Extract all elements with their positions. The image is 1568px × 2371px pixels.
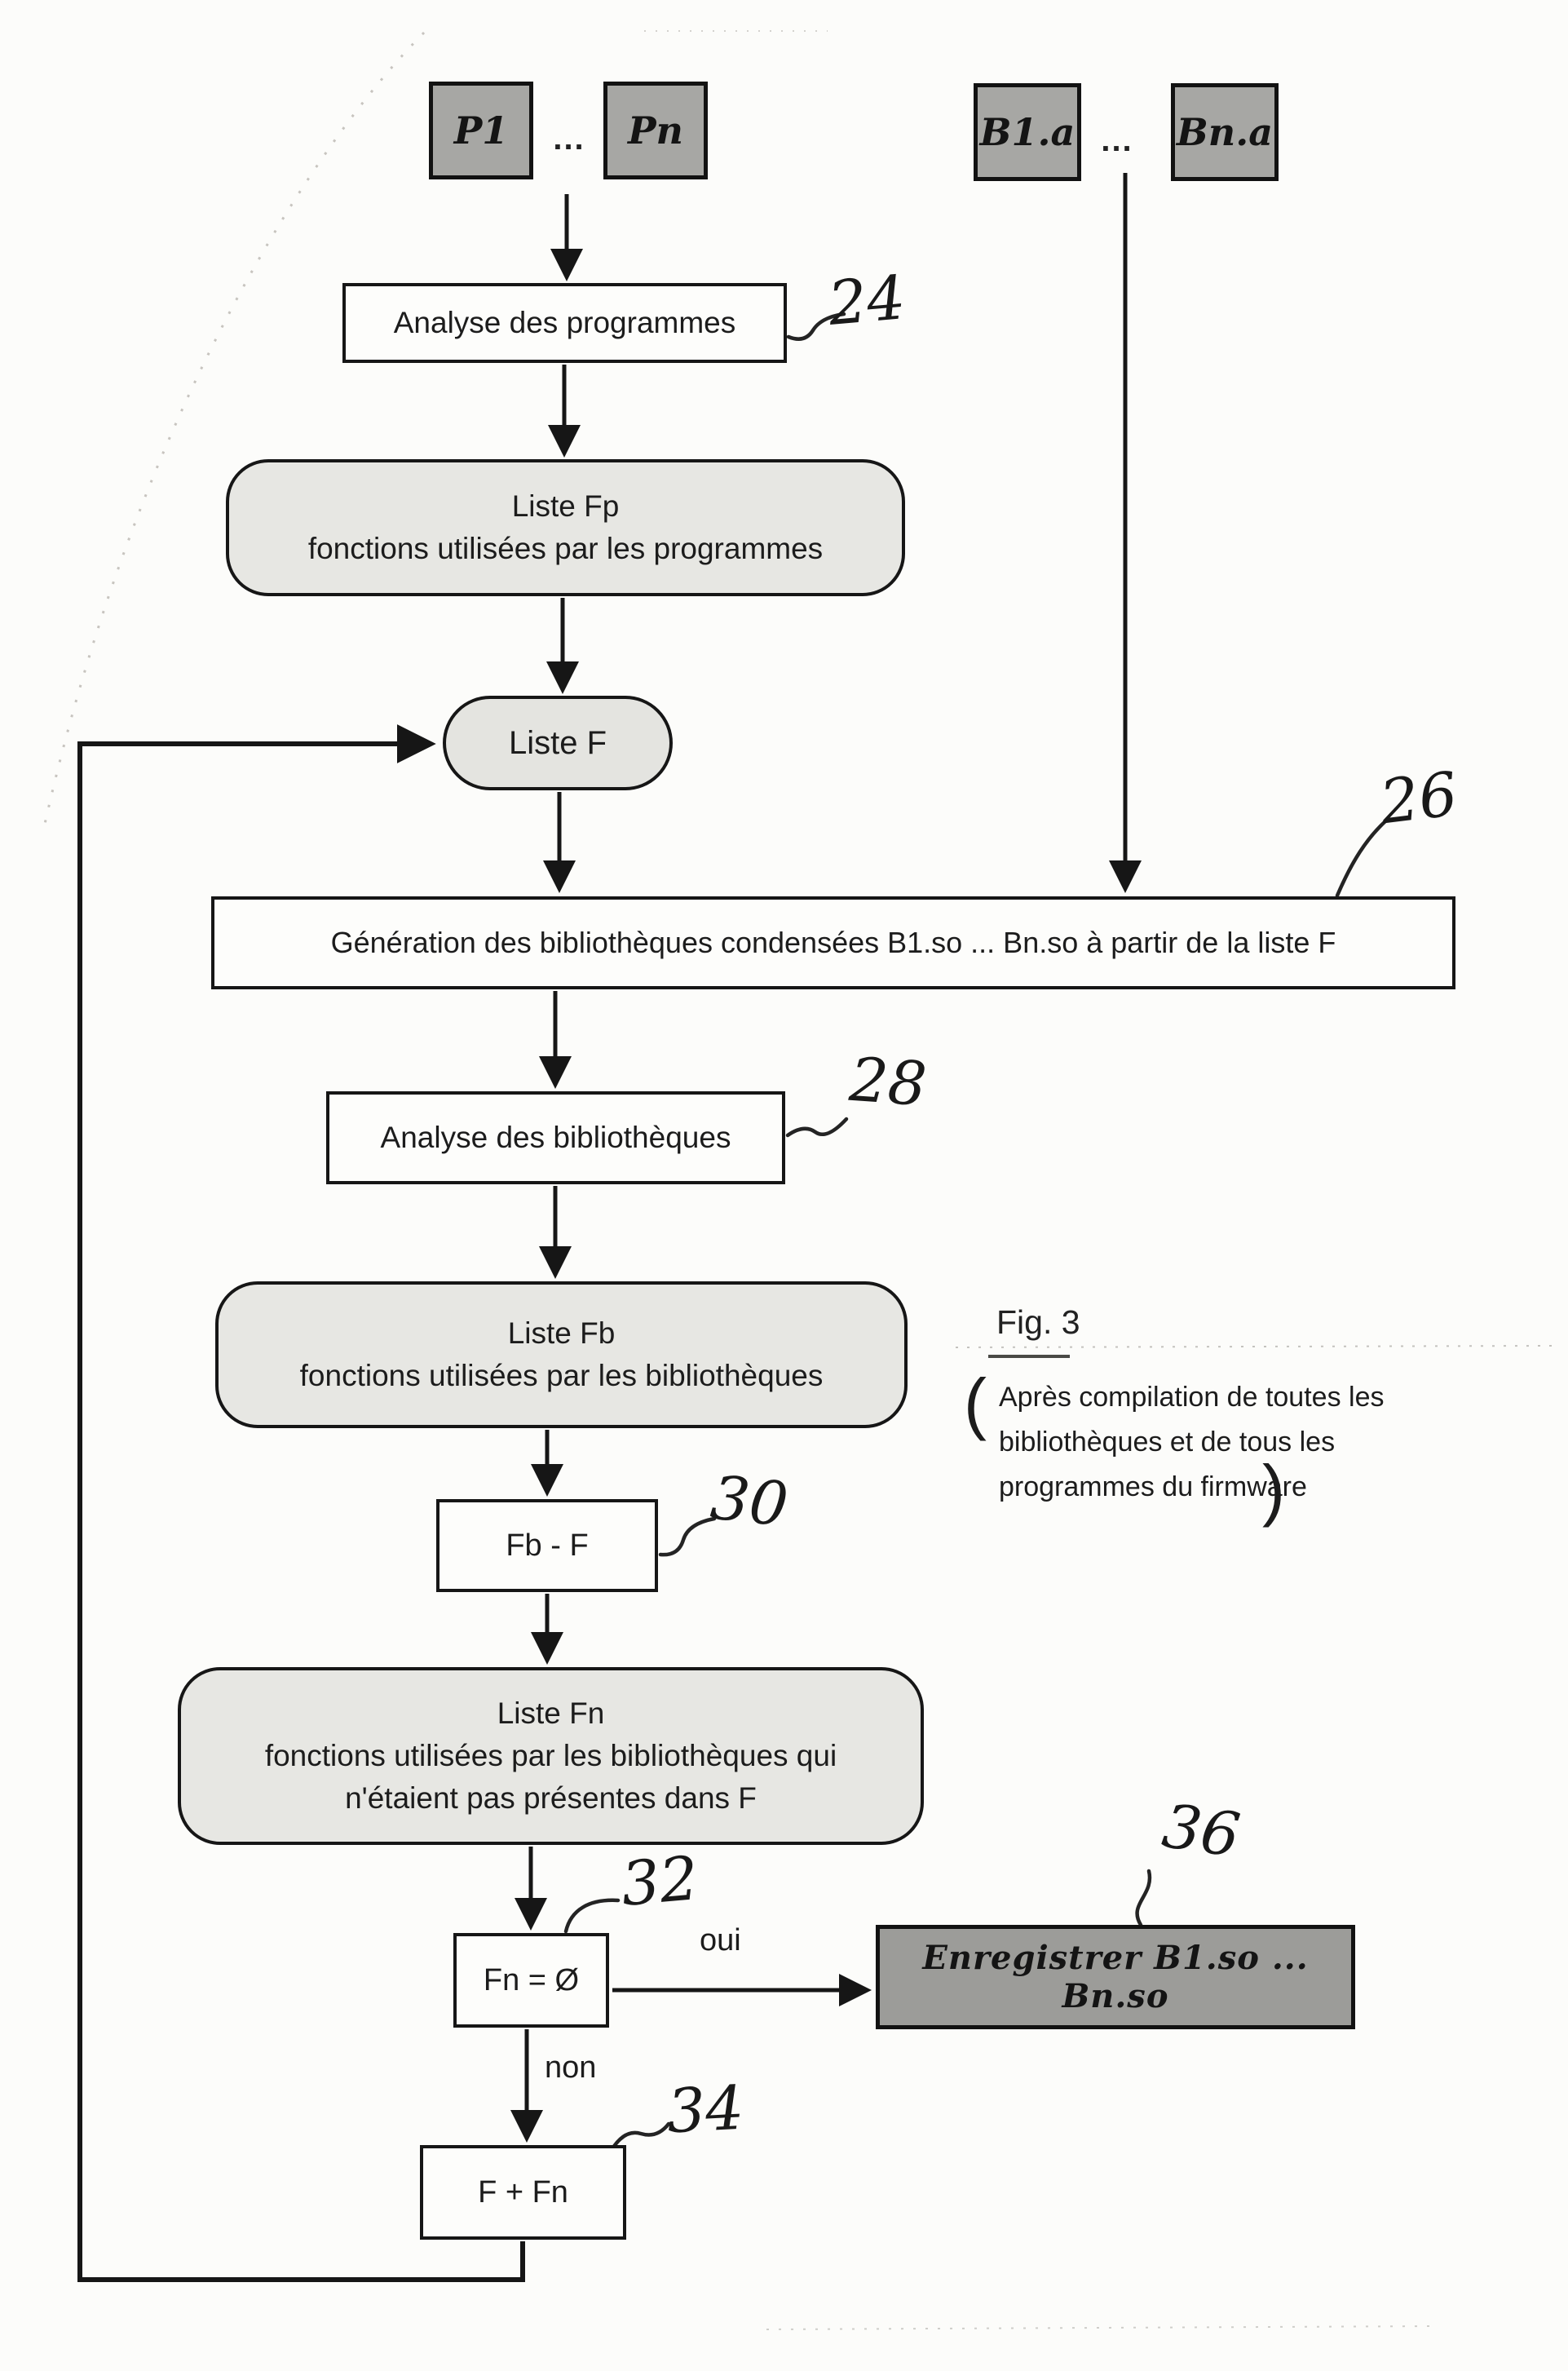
- liste-fb-subtitle: fonctions utilisées par les bibliothèque…: [299, 1359, 824, 1392]
- leader-30: [658, 1516, 717, 1557]
- figure-note-line2: bibliothèques et de tous les: [999, 1427, 1336, 1458]
- node-liste-fp: Liste Fp fonctions utilisées par les pro…: [226, 459, 905, 596]
- figure-label: Fig. 3: [996, 1303, 1080, 1341]
- note-close-paren: ): [1262, 1451, 1285, 1528]
- node-f-plus-fn: F + Fn: [420, 2145, 626, 2240]
- figure-note-line1: Après compilation de toutes les: [999, 1382, 1385, 1413]
- node-program-p1: P1: [429, 82, 533, 179]
- ref-number-28: 28: [847, 1044, 930, 1121]
- ref-number-26: 26: [1376, 759, 1462, 838]
- ref-number-24: 24: [825, 263, 908, 339]
- leader-24: [786, 312, 846, 341]
- ellipsis-libraries: ...: [1101, 122, 1133, 158]
- liste-fp-subtitle: fonctions utilisées par les programmes: [307, 532, 824, 565]
- page-curl-artifact: [43, 31, 426, 825]
- edge-label-oui: oui: [700, 1923, 741, 1957]
- scan-noise-bottom: [766, 2325, 1436, 2330]
- node-program-pn: Pn: [603, 82, 708, 179]
- ref-number-34: 34: [665, 2072, 746, 2148]
- node-generation-bibliotheques: Génération des bibliothèques condensées …: [211, 896, 1455, 989]
- note-open-paren: (: [964, 1365, 987, 1441]
- leader-34: [609, 2121, 671, 2152]
- node-liste-fb: Liste Fb fonctions utilisées par les bib…: [215, 1281, 908, 1428]
- node-test-fn-vide: Fn = Ø: [453, 1933, 609, 2028]
- node-fb-moins-f: Fb - F: [436, 1499, 658, 1592]
- liste-fp-title: Liste Fp: [511, 489, 620, 523]
- leader-28: [785, 1117, 849, 1138]
- figure-note: Après compilation de toutes les biblioth…: [999, 1375, 1455, 1510]
- scan-noise-mid: [955, 1345, 1557, 1348]
- figure-note-line3: programmes du firmware: [999, 1471, 1307, 1502]
- liste-fb-title: Liste Fb: [507, 1316, 616, 1350]
- liste-fn-title: Liste Fn: [497, 1696, 605, 1730]
- figure-label-underline: [988, 1355, 1070, 1358]
- node-liste-f: Liste F: [443, 696, 673, 790]
- node-analyse-programmes: Analyse des programmes: [342, 283, 787, 363]
- node-library-bna: Bn.a: [1171, 83, 1279, 181]
- edge-loop-f-plus-fn-to-liste-f: [77, 724, 525, 2282]
- node-library-b1a: B1.a: [974, 83, 1081, 181]
- liste-fn-subtitle-line2: n'étaient pas présentes dans F: [345, 1781, 757, 1815]
- ref-number-36: 36: [1158, 1790, 1244, 1872]
- leader-26: [1335, 818, 1389, 898]
- edge-label-non: non: [545, 2050, 597, 2085]
- node-liste-fn: Liste Fn fonctions utilisées par les bib…: [178, 1667, 924, 1845]
- leader-32: [563, 1898, 621, 1934]
- liste-fn-subtitle-line1: fonctions utilisées par les bibliothèque…: [264, 1739, 837, 1772]
- ellipsis-programs: ...: [553, 121, 585, 157]
- ref-number-30: 30: [707, 1462, 792, 1541]
- ref-number-32: 32: [618, 1843, 701, 1920]
- node-analyse-bibliotheques: Analyse des bibliothèques: [326, 1091, 785, 1184]
- node-enregistrer-bibliotheques: Enregistrer B1.so ... Bn.so: [876, 1925, 1355, 2029]
- leader-36: [1135, 1869, 1152, 1927]
